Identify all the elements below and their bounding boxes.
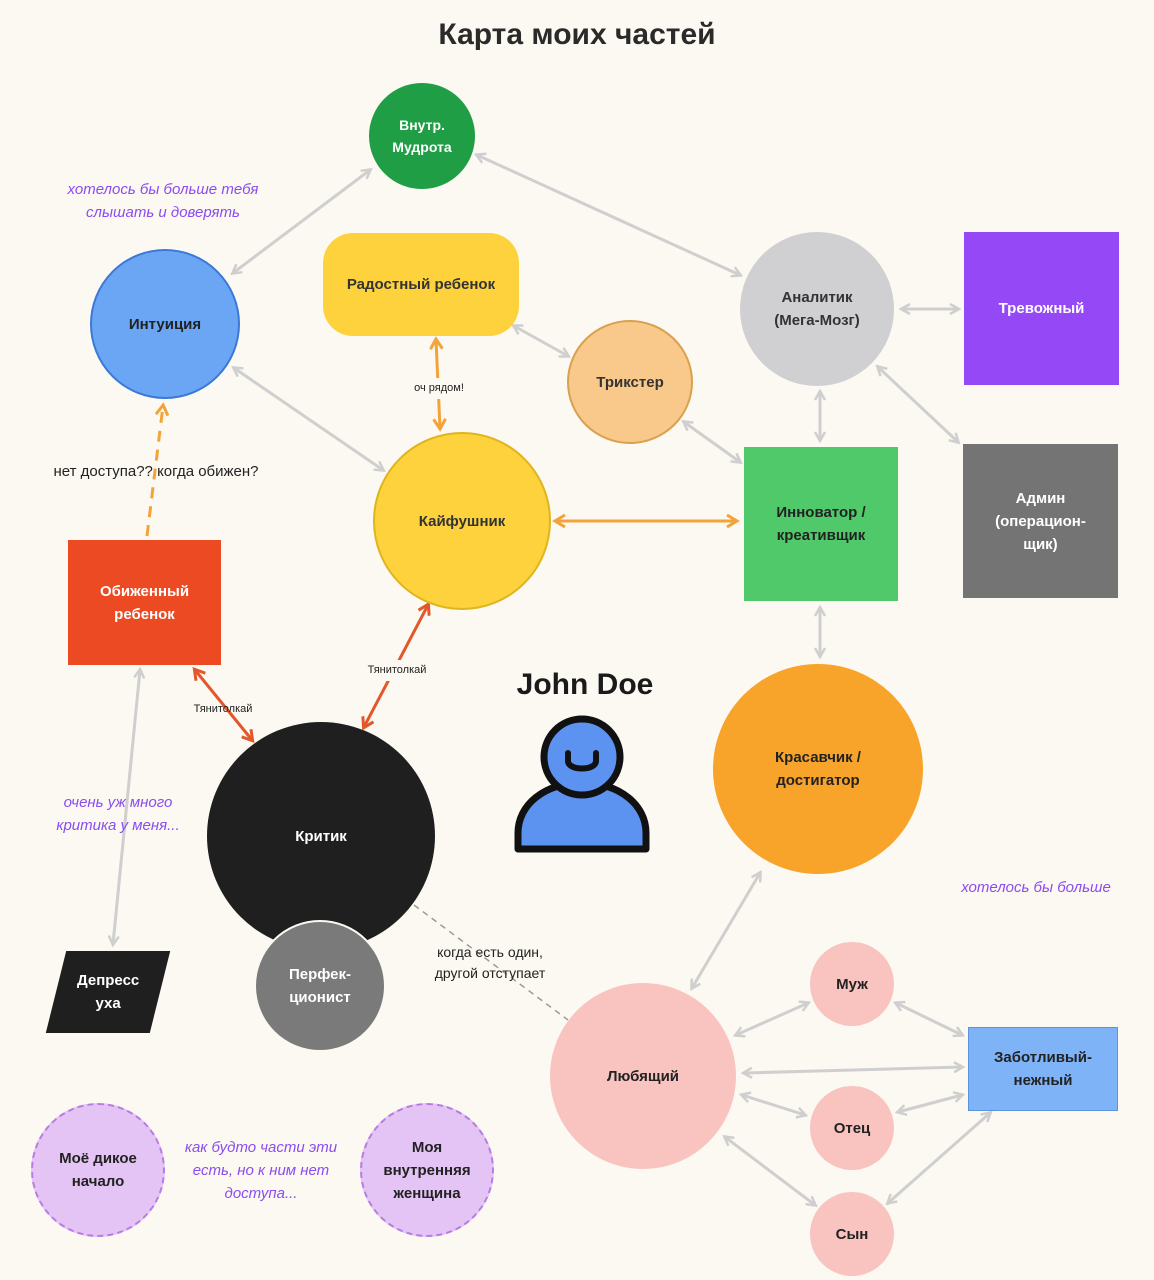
node-critic[interactable]: Критик [207, 722, 435, 950]
edge-offended-depression [113, 670, 140, 944]
edge-joyful-trickster [514, 326, 568, 356]
node-inner-woman[interactable]: Моя внутренняя женщина [360, 1103, 494, 1237]
node-handsome-label: Красавчик / достигатор [775, 749, 861, 789]
node-analyst-label: Аналитик (Мега-Мозг) [774, 289, 860, 329]
map-title: Карта моих частей [438, 18, 716, 51]
note-critic: очень уж много критика у меня... [56, 794, 180, 834]
node-joyful-child[interactable]: Радостный ребенок [323, 233, 519, 336]
node-caring-label: Заботливый- нежный [994, 1049, 1092, 1089]
node-perfectionist-label: Перфек- ционист [288, 966, 352, 1006]
node-father-label: Отец [833, 1119, 871, 1137]
node-wild-origin-label: Моё дикое начало [59, 1150, 137, 1190]
label-when-one-retreats: когда есть один, другой отступает [434, 944, 546, 981]
node-offended-child-label: Обиженный ребенок [99, 582, 190, 623]
node-anxious[interactable]: Тревожный [964, 232, 1119, 385]
label-tug-of-war-offended-critic: Тянитолкай [193, 703, 253, 715]
node-wild-origin[interactable]: Моё дикое начало [31, 1103, 165, 1237]
note-more: хотелось бы больше [961, 879, 1111, 896]
edge-loving-son [725, 1137, 815, 1205]
note-intuition: хотелось бы больше тебя слышать и доверя… [67, 181, 259, 221]
node-depression-label: Депресс уха [76, 972, 140, 1012]
node-husband[interactable]: Муж [810, 942, 894, 1026]
edge-son-caring [888, 1113, 990, 1203]
label-tug-of-war-critic-kaifushnik: Тянитолкай [358, 660, 436, 681]
edge-loving-father [742, 1095, 805, 1115]
node-trickster-label: Трикстер [596, 373, 664, 391]
node-kaifushnik-label: Кайфушник [418, 512, 506, 530]
edge-analyst-admin [878, 367, 958, 442]
node-inner-woman-label: Моя внутренняя женщина [383, 1138, 471, 1202]
node-kaifushnik[interactable]: Кайфушник [373, 432, 551, 610]
edge-loving-caring [744, 1067, 962, 1073]
label-no-access: нет доступа?? когда обижен? [53, 463, 259, 480]
node-son[interactable]: Сын [810, 1192, 894, 1276]
label-nearby: оч рядом! [400, 378, 478, 399]
node-husband-label: Муж [836, 975, 868, 993]
edge-intuition-kaifushnik [234, 368, 383, 470]
edge-wisdom-analyst [477, 155, 740, 275]
edge-husband-caring [896, 1003, 962, 1035]
node-depression[interactable]: Депресс уха [45, 951, 171, 1033]
edge-offended-critic [195, 670, 252, 740]
node-joyful-child-label: Радостный ребенок [346, 276, 496, 293]
node-perfectionist[interactable]: Перфек- ционист [254, 920, 386, 1052]
person-name: John Doe [516, 668, 654, 701]
person-avatar-icon [514, 715, 650, 853]
edge-handsome-loving [692, 873, 760, 988]
node-admin-label: Админ (операцион- щик) [995, 489, 1086, 553]
node-analyst[interactable]: Аналитик (Мега-Мозг) [740, 232, 894, 386]
node-loving[interactable]: Любящий [550, 983, 736, 1169]
node-admin[interactable]: Админ (операцион- щик) [963, 444, 1118, 598]
node-intuition[interactable]: Интуиция [90, 249, 240, 399]
node-anxious-label: Тревожный [998, 300, 1085, 317]
node-son-label: Сын [835, 1225, 869, 1243]
edge-father-caring [898, 1095, 962, 1112]
edge-offended-intuition-dashed [145, 406, 163, 537]
node-trickster[interactable]: Трикстер [567, 320, 693, 444]
node-handsome[interactable]: Красавчик / достигатор [713, 664, 923, 874]
node-critic-label: Критик [295, 827, 347, 845]
node-innovator-label: Инноватор / креативщик [776, 504, 866, 544]
note-parts-no-access: как будто части эти есть, но к ним нет д… [184, 1139, 338, 1202]
node-innovator[interactable]: Инноватор / креативщик [744, 447, 898, 601]
node-caring[interactable]: Заботливый- нежный [968, 1027, 1118, 1111]
node-inner-wisdom[interactable]: Внутр. Мудрота [369, 83, 475, 189]
edge-intuition-wisdom [233, 170, 370, 273]
edge-loving-husband [736, 1003, 808, 1035]
edge-trickster-innovator [684, 422, 740, 462]
node-loving-label: Любящий [606, 1067, 680, 1085]
node-inner-wisdom-label: Внутр. Мудрота [392, 117, 452, 155]
node-intuition-label: Интуиция [128, 315, 202, 333]
node-offended-child[interactable]: Обиженный ребенок [68, 540, 221, 665]
node-father[interactable]: Отец [810, 1086, 894, 1170]
